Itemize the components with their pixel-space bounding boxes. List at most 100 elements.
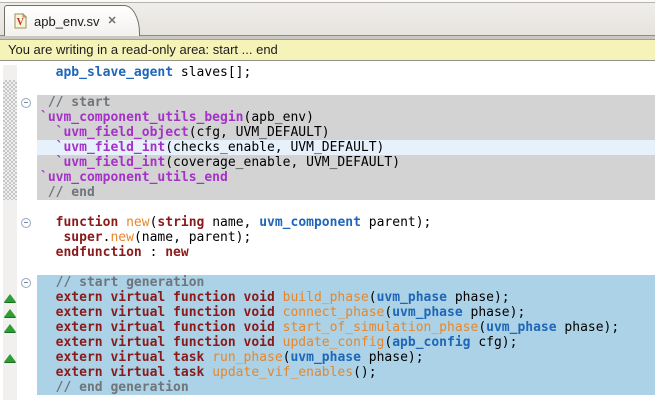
code-token: extern virtual task [55, 365, 205, 380]
code-token: cfg); [470, 335, 518, 350]
code-token: function [55, 215, 119, 230]
override-marker-icon[interactable] [4, 294, 16, 302]
annotation-ruler-cell [3, 395, 17, 400]
code-token: super [63, 230, 103, 245]
code-text[interactable]: // end [37, 185, 655, 200]
code-token [40, 155, 56, 170]
code-token [275, 320, 283, 335]
code-text[interactable]: extern virtual function void update_conf… [37, 335, 655, 350]
code-text[interactable]: `uvm_field_int(coverage_enable, UVM_DEFA… [37, 155, 655, 170]
code-token: `uvm_component_utils_begin [40, 110, 244, 125]
code-line: endfunction : new [3, 245, 655, 260]
code-text[interactable] [37, 80, 655, 95]
code-line: extern virtual task update_vif_enables()… [3, 365, 655, 380]
fold-ruler-cell [17, 65, 37, 80]
collapse-minus-icon[interactable] [21, 98, 31, 108]
readonly-region-ruler-cell [3, 125, 17, 140]
window-top-border [0, 0, 655, 3]
fold-ruler-cell [17, 335, 37, 350]
code-token: extern virtual task [55, 350, 205, 365]
code-token: extern virtual function void [55, 290, 275, 305]
fold-ruler-cell [17, 380, 37, 395]
fold-ruler-cell [17, 170, 37, 185]
code-text[interactable] [37, 395, 655, 400]
code-text[interactable]: extern virtual task update_vif_enables()… [37, 365, 655, 380]
annotation-ruler-cell [3, 230, 17, 245]
fold-ruler-cell [17, 320, 37, 335]
code-token [275, 305, 283, 320]
code-text[interactable]: `uvm_field_object(cfg, UVM_DEFAULT) [37, 125, 655, 140]
code-token: (apb_env) [243, 110, 314, 125]
collapse-minus-icon[interactable] [21, 278, 31, 288]
code-token: phase); [462, 305, 526, 320]
code-token: (checks_enable, UVM_DEFAULT) [165, 140, 385, 155]
code-line: // start generation [3, 275, 655, 290]
code-line: extern virtual function void connect_pha… [3, 305, 655, 320]
code-token: uvm_phase [392, 305, 463, 320]
code-token: run_phase [212, 350, 283, 365]
code-text[interactable]: function new(string name, uvm_component … [37, 215, 655, 230]
code-text[interactable]: `uvm_component_utils_begin(apb_env) [37, 110, 655, 125]
code-token [40, 245, 56, 260]
fold-ruler-cell [17, 110, 37, 125]
fold-ruler-cell [17, 260, 37, 275]
code-token [275, 335, 283, 350]
code-text[interactable] [37, 260, 655, 275]
fold-ruler-cell [17, 245, 37, 260]
code-line [3, 80, 655, 95]
code-line [3, 395, 655, 400]
code-token: (coverage_enable, UVM_DEFAULT) [165, 155, 401, 170]
fold-ruler-cell [17, 215, 37, 230]
code-token [40, 350, 56, 365]
override-marker-icon[interactable] [4, 309, 16, 317]
close-icon[interactable]: ✕ [107, 14, 117, 27]
code-token: // start [40, 95, 111, 110]
code-text[interactable]: `uvm_field_int(checks_enable, UVM_DEFAUL… [37, 140, 655, 155]
code-line: extern virtual function void start_of_si… [3, 320, 655, 335]
code-text[interactable]: endfunction : new [37, 245, 655, 260]
code-line [3, 200, 655, 215]
fold-ruler-cell [17, 275, 37, 290]
code-token [40, 215, 56, 230]
annotation-ruler-cell [3, 380, 17, 395]
collapse-minus-icon[interactable] [21, 218, 31, 228]
code-line: `uvm_component_utils_end [3, 170, 655, 185]
readonly-region-ruler-cell [3, 95, 17, 110]
code-token: update_vif_enables [212, 365, 354, 380]
override-marker-icon[interactable] [4, 354, 16, 362]
code-text[interactable] [37, 200, 655, 215]
code-token [40, 320, 56, 335]
code-editor[interactable]: apb_slave_agent slaves[]; // start`uvm_c… [0, 61, 655, 400]
code-text[interactable]: super.new(name, parent); [37, 230, 655, 245]
code-token: ( [384, 335, 393, 350]
code-text[interactable]: `uvm_component_utils_end [37, 170, 655, 185]
readonly-region-ruler-cell [3, 80, 17, 95]
code-text[interactable]: extern virtual function void start_of_si… [37, 320, 655, 335]
annotation-ruler-cell [3, 260, 17, 275]
code-text[interactable]: extern virtual function void build_phase… [37, 290, 655, 305]
code-token: string [157, 215, 205, 230]
code-token: extern virtual function void [55, 335, 275, 350]
code-text[interactable]: apb_slave_agent slaves[]; [37, 65, 655, 80]
code-text[interactable]: extern virtual task run_phase(uvm_phase … [37, 350, 655, 365]
code-line: `uvm_field_int(checks_enable, UVM_DEFAUL… [3, 140, 655, 155]
annotation-ruler-cell [3, 215, 17, 230]
code-line: `uvm_field_int(coverage_enable, UVM_DEFA… [3, 155, 655, 170]
fold-ruler-cell [17, 305, 37, 320]
code-text[interactable]: // start generation [37, 275, 655, 290]
code-text[interactable]: // end generation [37, 380, 655, 395]
fold-ruler-cell [17, 230, 37, 245]
code-token: build_phase [282, 290, 369, 305]
code-line: extern virtual function void update_conf… [3, 335, 655, 350]
annotation-ruler-cell [3, 305, 17, 320]
code-token: update_config [282, 335, 385, 350]
tab-apb-env-sv[interactable]: V apb_env.sv ✕ [4, 5, 140, 36]
annotation-ruler-cell [3, 65, 17, 80]
code-token [275, 290, 283, 305]
code-text[interactable]: // start [37, 95, 655, 110]
override-marker-icon[interactable] [4, 324, 16, 332]
code-line: apb_slave_agent slaves[]; [3, 65, 655, 80]
code-text[interactable]: extern virtual function void connect_pha… [37, 305, 655, 320]
code-token: . [102, 230, 111, 245]
